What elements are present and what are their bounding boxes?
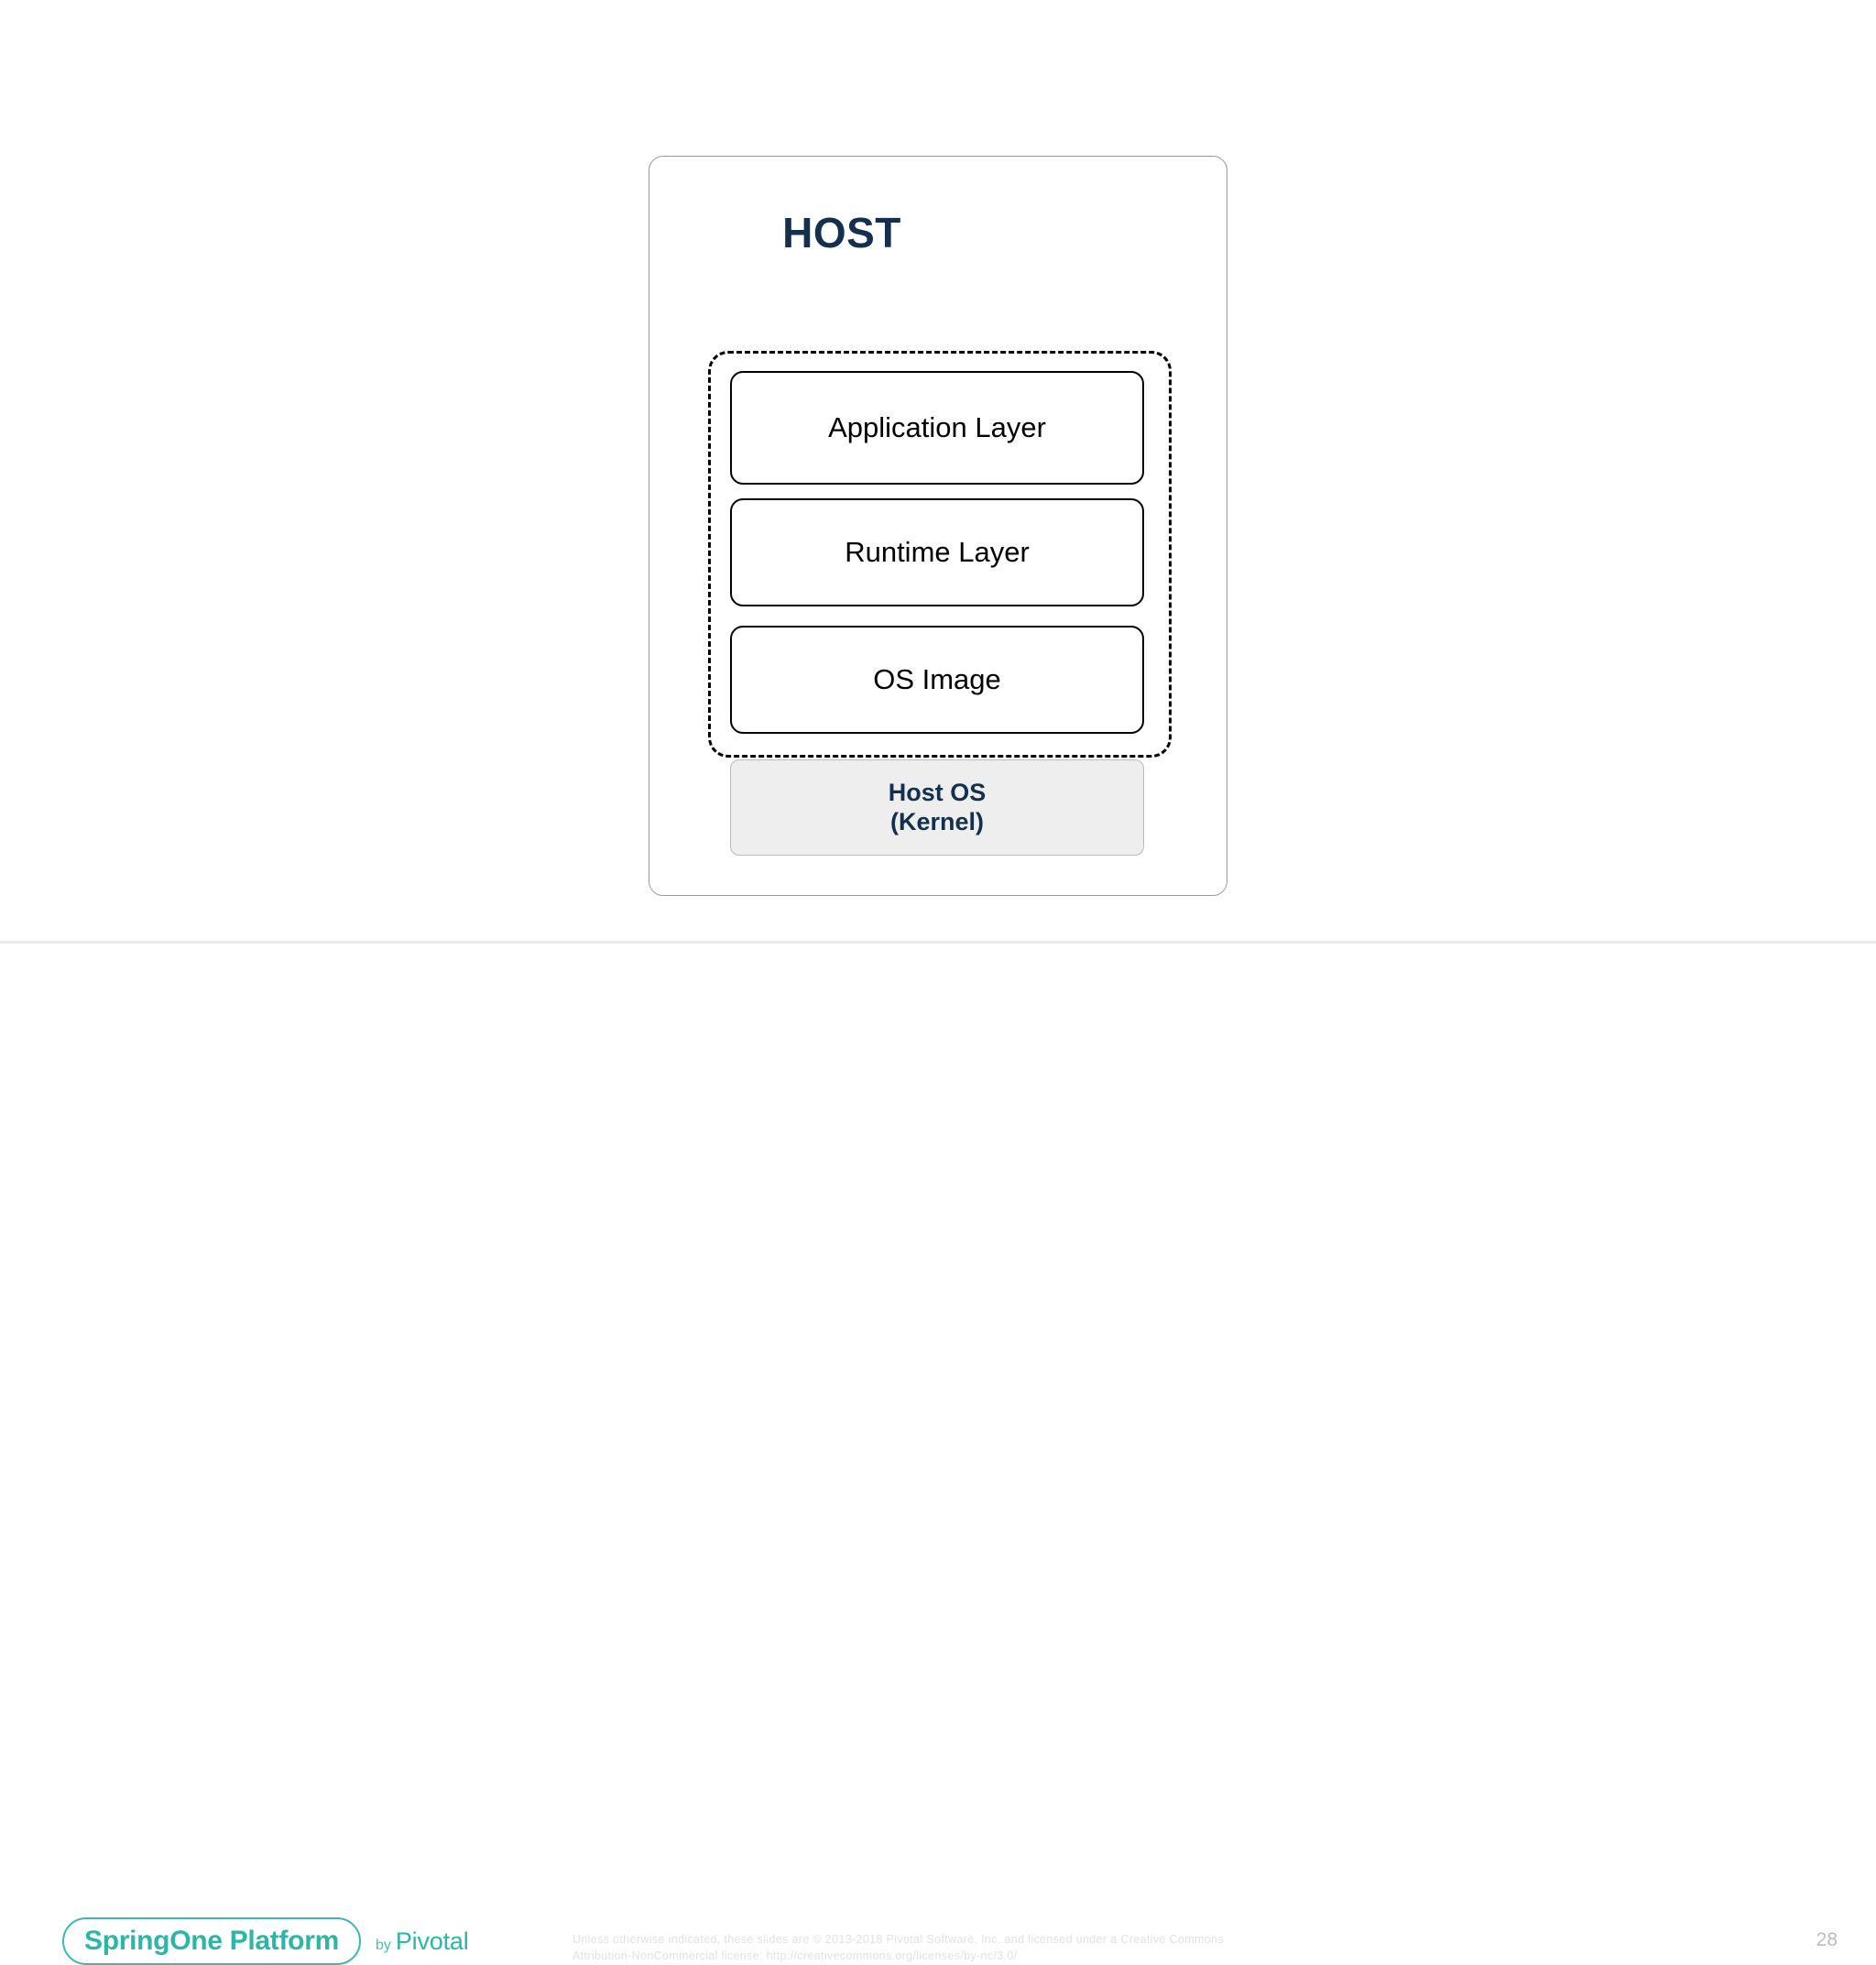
byline-by-word: by <box>375 1937 391 1953</box>
legal-notice-line-2: Attribution-NonCommercial license: http:… <box>573 1949 1018 1963</box>
layer-box-runtime: Runtime Layer <box>730 498 1144 606</box>
layer-label-runtime: Runtime Layer <box>845 535 1030 568</box>
logo-pill: SpringOne Platform <box>62 1917 361 1965</box>
layer-box-os-image: OS Image <box>730 626 1144 734</box>
slide-canvas: HOST Application Layer Runtime Layer OS … <box>0 156 1876 1965</box>
slide-footer: SpringOne Platform by Pivotal Unless oth… <box>0 944 1876 1965</box>
host-card: HOST Application Layer Runtime Layer OS … <box>649 156 1227 896</box>
host-os-label-line1: Host OS <box>888 778 987 806</box>
logo-text: SpringOne Platform <box>84 1926 339 1956</box>
layer-box-application: Application Layer <box>730 371 1144 485</box>
layer-label-os-image: OS Image <box>873 662 1001 695</box>
logo-byline: by Pivotal <box>375 1927 469 1955</box>
footer-divider <box>0 941 1876 944</box>
page-number: 28 <box>1816 1929 1838 1950</box>
host-os-box: Host OS (Kernel) <box>730 759 1144 856</box>
container-image-group <box>708 351 1172 758</box>
host-title: HOST <box>782 209 901 257</box>
legal-notice-line-1: Unless otherwise indicated, these slides… <box>573 1933 1224 1946</box>
layer-label-application: Application Layer <box>828 410 1046 443</box>
legal-notice: Unless otherwise indicated, these slides… <box>573 1931 1397 1964</box>
host-os-label-line2: (Kernel) <box>889 807 984 835</box>
springone-platform-logo: SpringOne Platform by Pivotal <box>62 1917 469 1965</box>
byline-brand: Pivotal <box>395 1927 469 1955</box>
